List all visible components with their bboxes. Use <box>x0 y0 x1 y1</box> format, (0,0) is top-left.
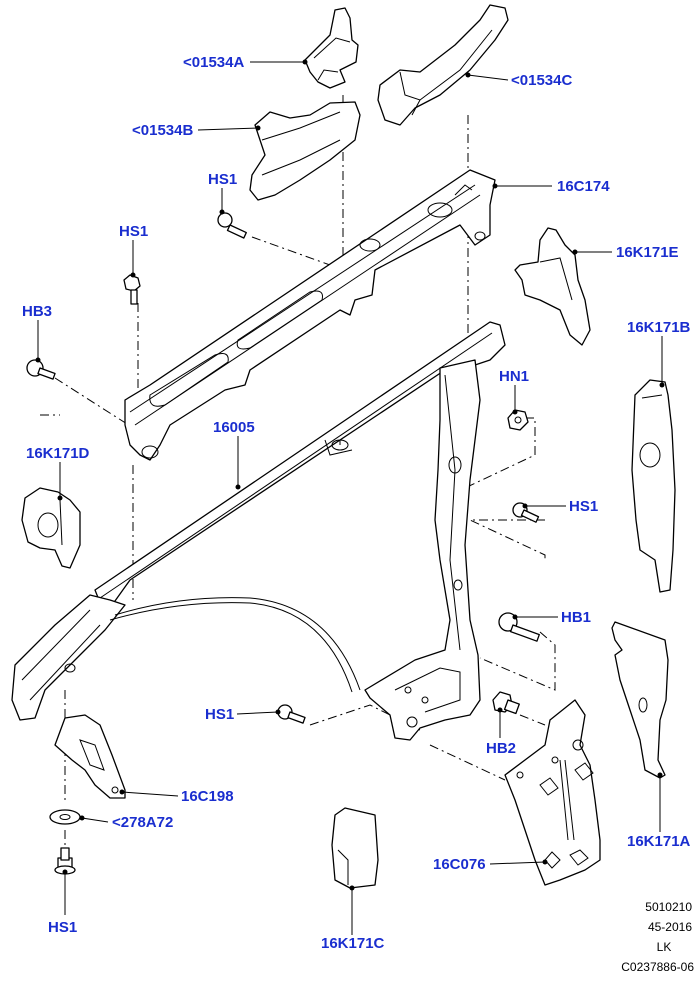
part-01534C <box>377 4 509 126</box>
part-16K171C <box>331 807 379 889</box>
label-278A72: <278A72 <box>112 814 173 831</box>
label-16C076: 16C076 <box>433 856 486 873</box>
part-labels: <01534A <01534C <01534B HS1 16C174 HS1 1… <box>22 54 691 952</box>
label-16C174: 16C174 <box>557 178 610 195</box>
reference-line-1: 5010210 <box>645 900 692 914</box>
label-hs1-top: HS1 <box>208 171 237 188</box>
fastener-hb3 <box>26 359 56 380</box>
part-16C076 <box>504 699 601 886</box>
label-hs1-left: HS1 <box>119 223 148 240</box>
part-16K171B <box>631 379 676 593</box>
label-16K171A: 16K171A <box>627 833 691 850</box>
label-hs1-bottom: HS1 <box>48 919 77 936</box>
reference-block: 5010210 45-2016 LK C0237886-06 <box>621 900 694 974</box>
label-hb3: HB3 <box>22 303 52 320</box>
part-16C198 <box>54 714 126 799</box>
label-hb1: HB1 <box>561 609 591 626</box>
part-16K171A <box>611 621 669 779</box>
label-hn1: HN1 <box>499 368 529 385</box>
reference-line-2: 45-2016 <box>648 920 692 934</box>
label-01534A: <01534A <box>183 54 244 71</box>
fastener-hs1-left <box>123 274 141 305</box>
label-16K171B: 16K171B <box>627 319 691 336</box>
leader-lines <box>35 59 665 935</box>
label-01534B: <01534B <box>132 122 193 139</box>
part-01534B <box>249 101 361 201</box>
fastener-hs1-middle <box>277 704 306 724</box>
label-16K171D: 16K171D <box>26 445 90 462</box>
label-hs1-right: HS1 <box>569 498 598 515</box>
part-16C174 <box>124 169 496 461</box>
fastener-hb1 <box>498 612 540 642</box>
label-16K171E: 16K171E <box>616 244 679 261</box>
part-16K171E <box>514 227 591 346</box>
part-01534A <box>304 7 359 89</box>
fastener-hs1-top <box>217 212 247 239</box>
fastener-278A72 <box>49 809 81 825</box>
fastener-hn1 <box>507 409 529 431</box>
part-16K171D <box>21 487 81 569</box>
label-16005: 16005 <box>213 419 255 436</box>
label-01534C: <01534C <box>511 72 572 89</box>
reference-line-3: LK <box>657 940 672 954</box>
part-16005 <box>11 321 506 741</box>
label-hb2: HB2 <box>486 740 516 757</box>
fastener-hb2 <box>492 691 520 715</box>
label-16K171C: 16K171C <box>321 935 385 952</box>
label-hs1-middle: HS1 <box>205 706 234 723</box>
label-16C198: 16C198 <box>181 788 234 805</box>
reference-line-4: C0237886-06 <box>621 960 694 974</box>
